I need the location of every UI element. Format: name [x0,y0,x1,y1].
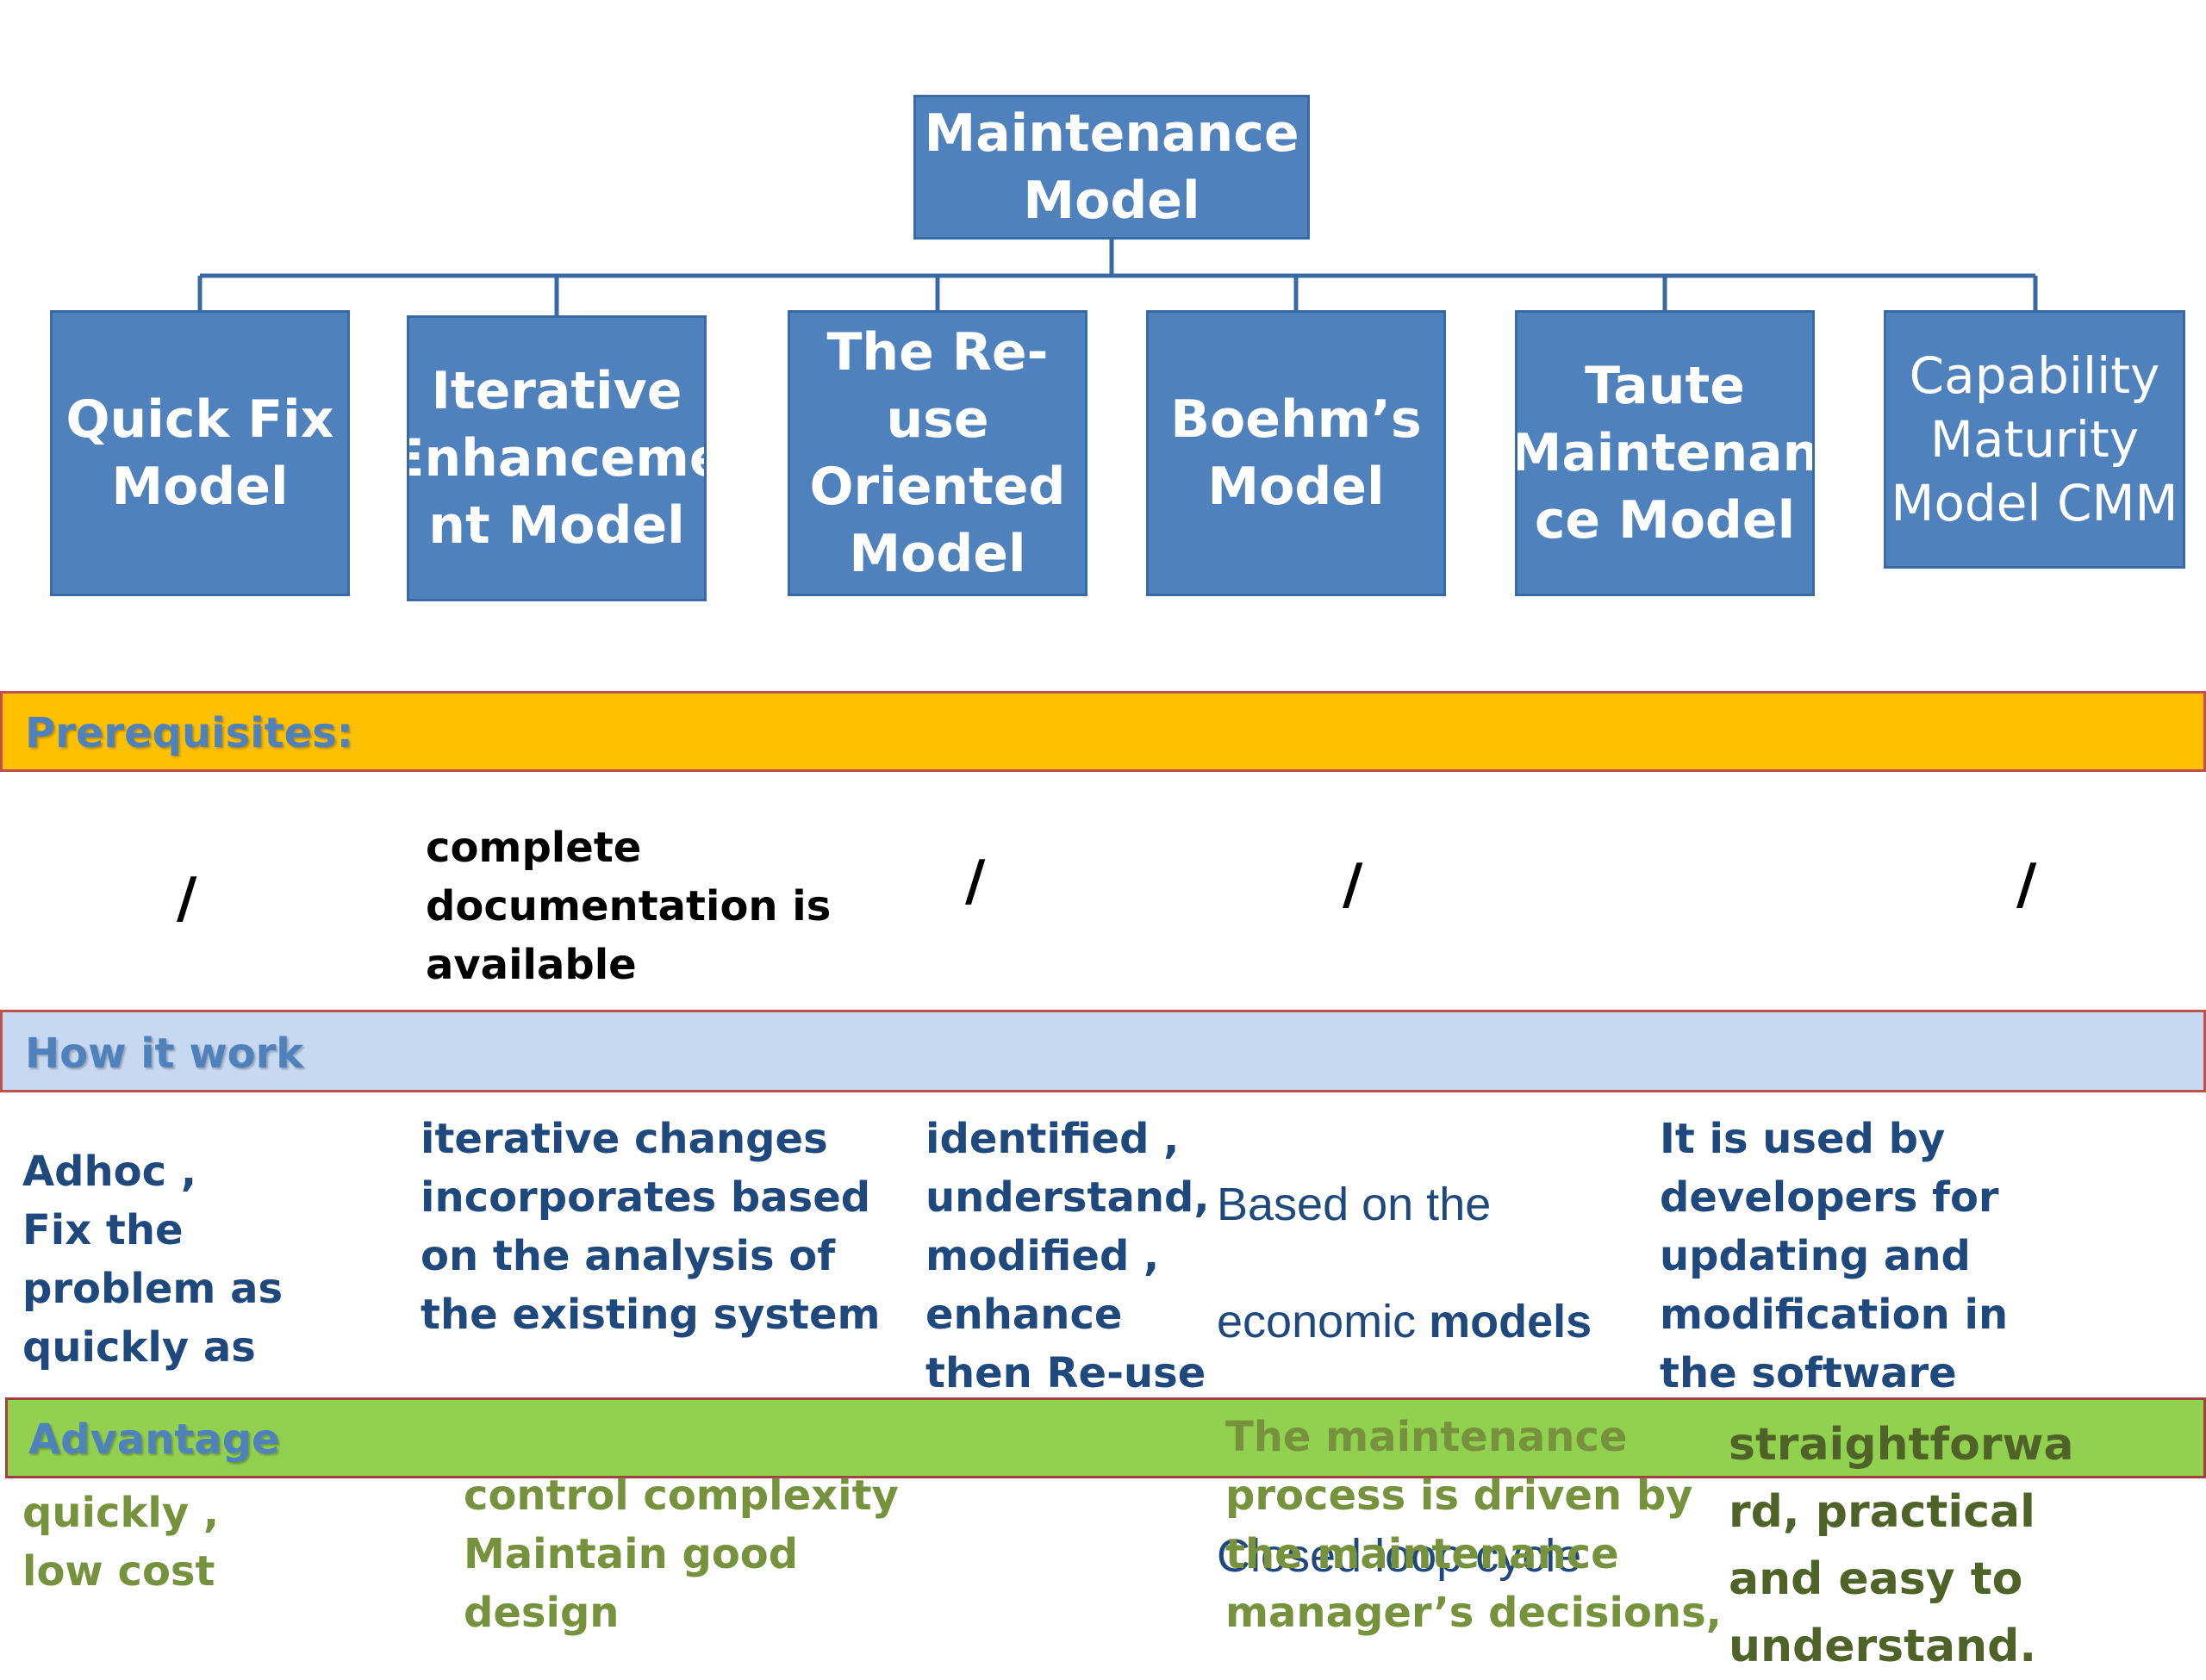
prereq-iterative: complete documentation is available [426,824,832,989]
model-box-reuse-oriented: The Re-use Oriented Model [788,310,1087,596]
prereq-reuse: / [965,849,986,913]
how-it-work-band: How it work [0,1010,2206,1092]
root-node-maintenance-model: Maintenance Model [913,95,1310,240]
model-box-iterative-enhancement: Iterative Enhanceme nt Model [407,315,707,601]
model-box-taute: Taute Maintenan ce Model [1515,310,1815,596]
advantage-quick-fix: quickly , low cost [22,1489,220,1596]
advantage-iterative: control complexity Maintain good design [464,1472,899,1637]
prerequisites-band: Prerequisites: [0,691,2206,772]
model-box-cmm: Capability Maturity Model CMM [1884,310,2185,569]
how-boehm-line1: Based on the [1217,1179,1492,1230]
advantage-band: Advantage [5,1397,2206,1478]
prereq-boehm: / [1343,853,1363,917]
how-it-work-title: How it work [25,1030,304,1078]
prereq-cmm: / [2016,853,2037,917]
advantage-taute: straightforwa rd, practical and easy to … [1729,1419,2074,1672]
how-iterative: iterative changes incorporates based on … [421,1115,881,1339]
prerequisites-title: Prerequisites: [25,709,353,757]
how-boehm-line4: Closed loop cycle [1217,1530,1582,1582]
how-taute: It is used by developers for updating an… [1660,1115,2009,1397]
how-reuse: identified , understand, modified , enha… [925,1115,1210,1397]
tree-connectors [197,240,2038,315]
prereq-quick-fix: / [177,867,197,930]
advantage-boehm: The maintenance process is driven by the… [1225,1413,1722,1637]
model-box-boehm: Boehm’s Model [1146,310,1446,596]
advantage-title: Advantage [28,1416,280,1464]
how-quick-fix: Adhoc , Fix the problem as quickly as [22,1148,284,1372]
model-box-quick-fix: Quick Fix Model [50,310,350,596]
how-boehm-line2: economic models [1217,1296,1592,1347]
